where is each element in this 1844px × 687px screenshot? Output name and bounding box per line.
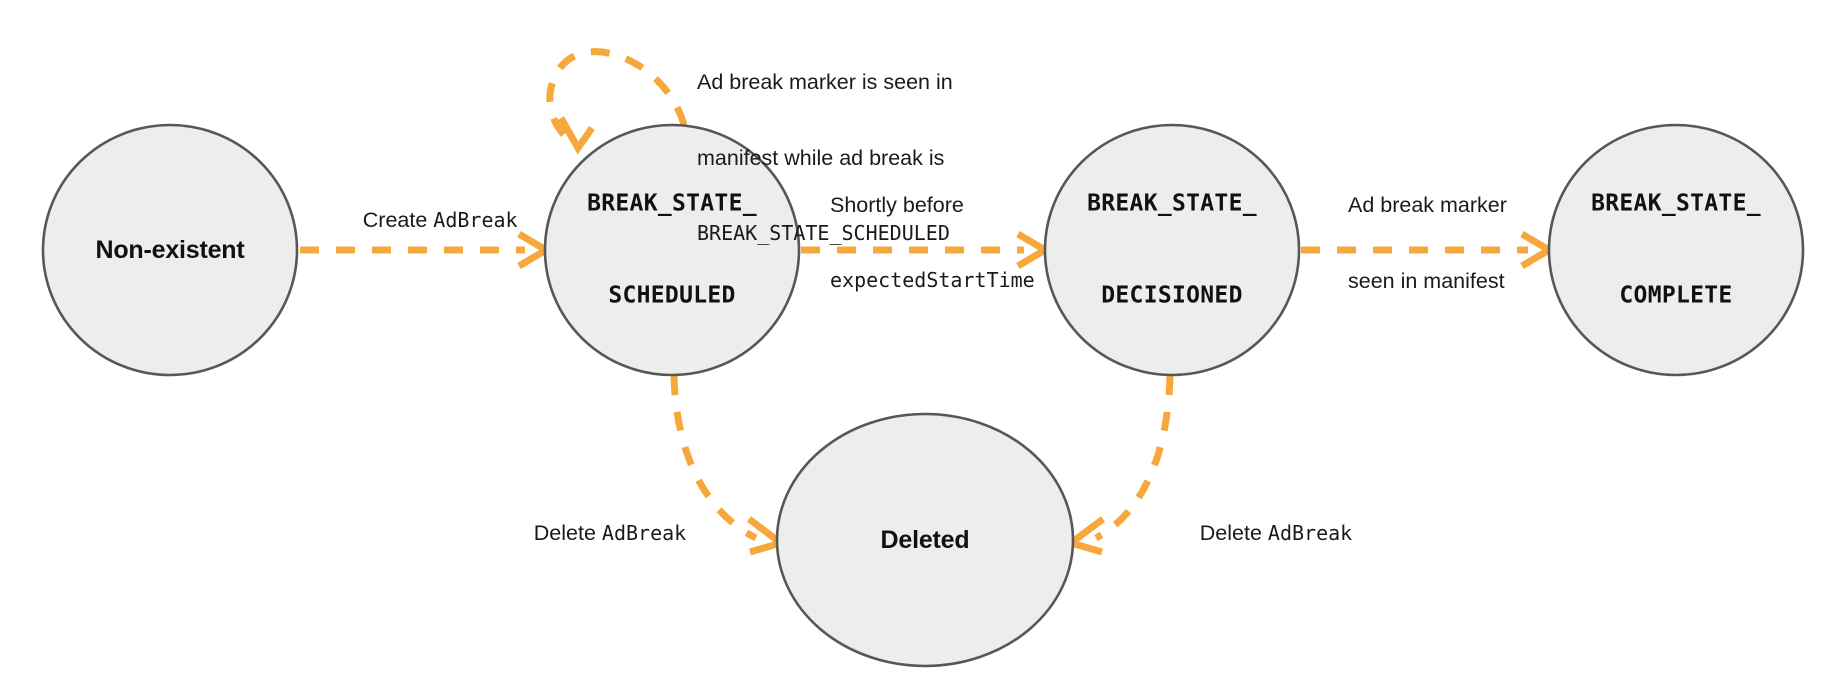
edge-shortly-before-expected-start-time [801,230,1052,270]
state-node-non-existent[interactable] [41,123,299,377]
edge-delete-adbreak-from-decisioned [1063,375,1174,556]
edge-scheduled-self-loop [546,48,688,155]
state-node-deleted[interactable] [775,412,1075,668]
edge-create-adbreak [300,230,553,270]
edge-ad-break-marker-seen-in-manifest [1301,230,1556,270]
state-node-break-state-complete[interactable] [1547,123,1805,377]
state-node-break-state-scheduled[interactable] [543,123,801,377]
edge-delete-adbreak-from-scheduled [670,375,789,556]
state-node-break-state-decisioned[interactable] [1043,123,1301,377]
